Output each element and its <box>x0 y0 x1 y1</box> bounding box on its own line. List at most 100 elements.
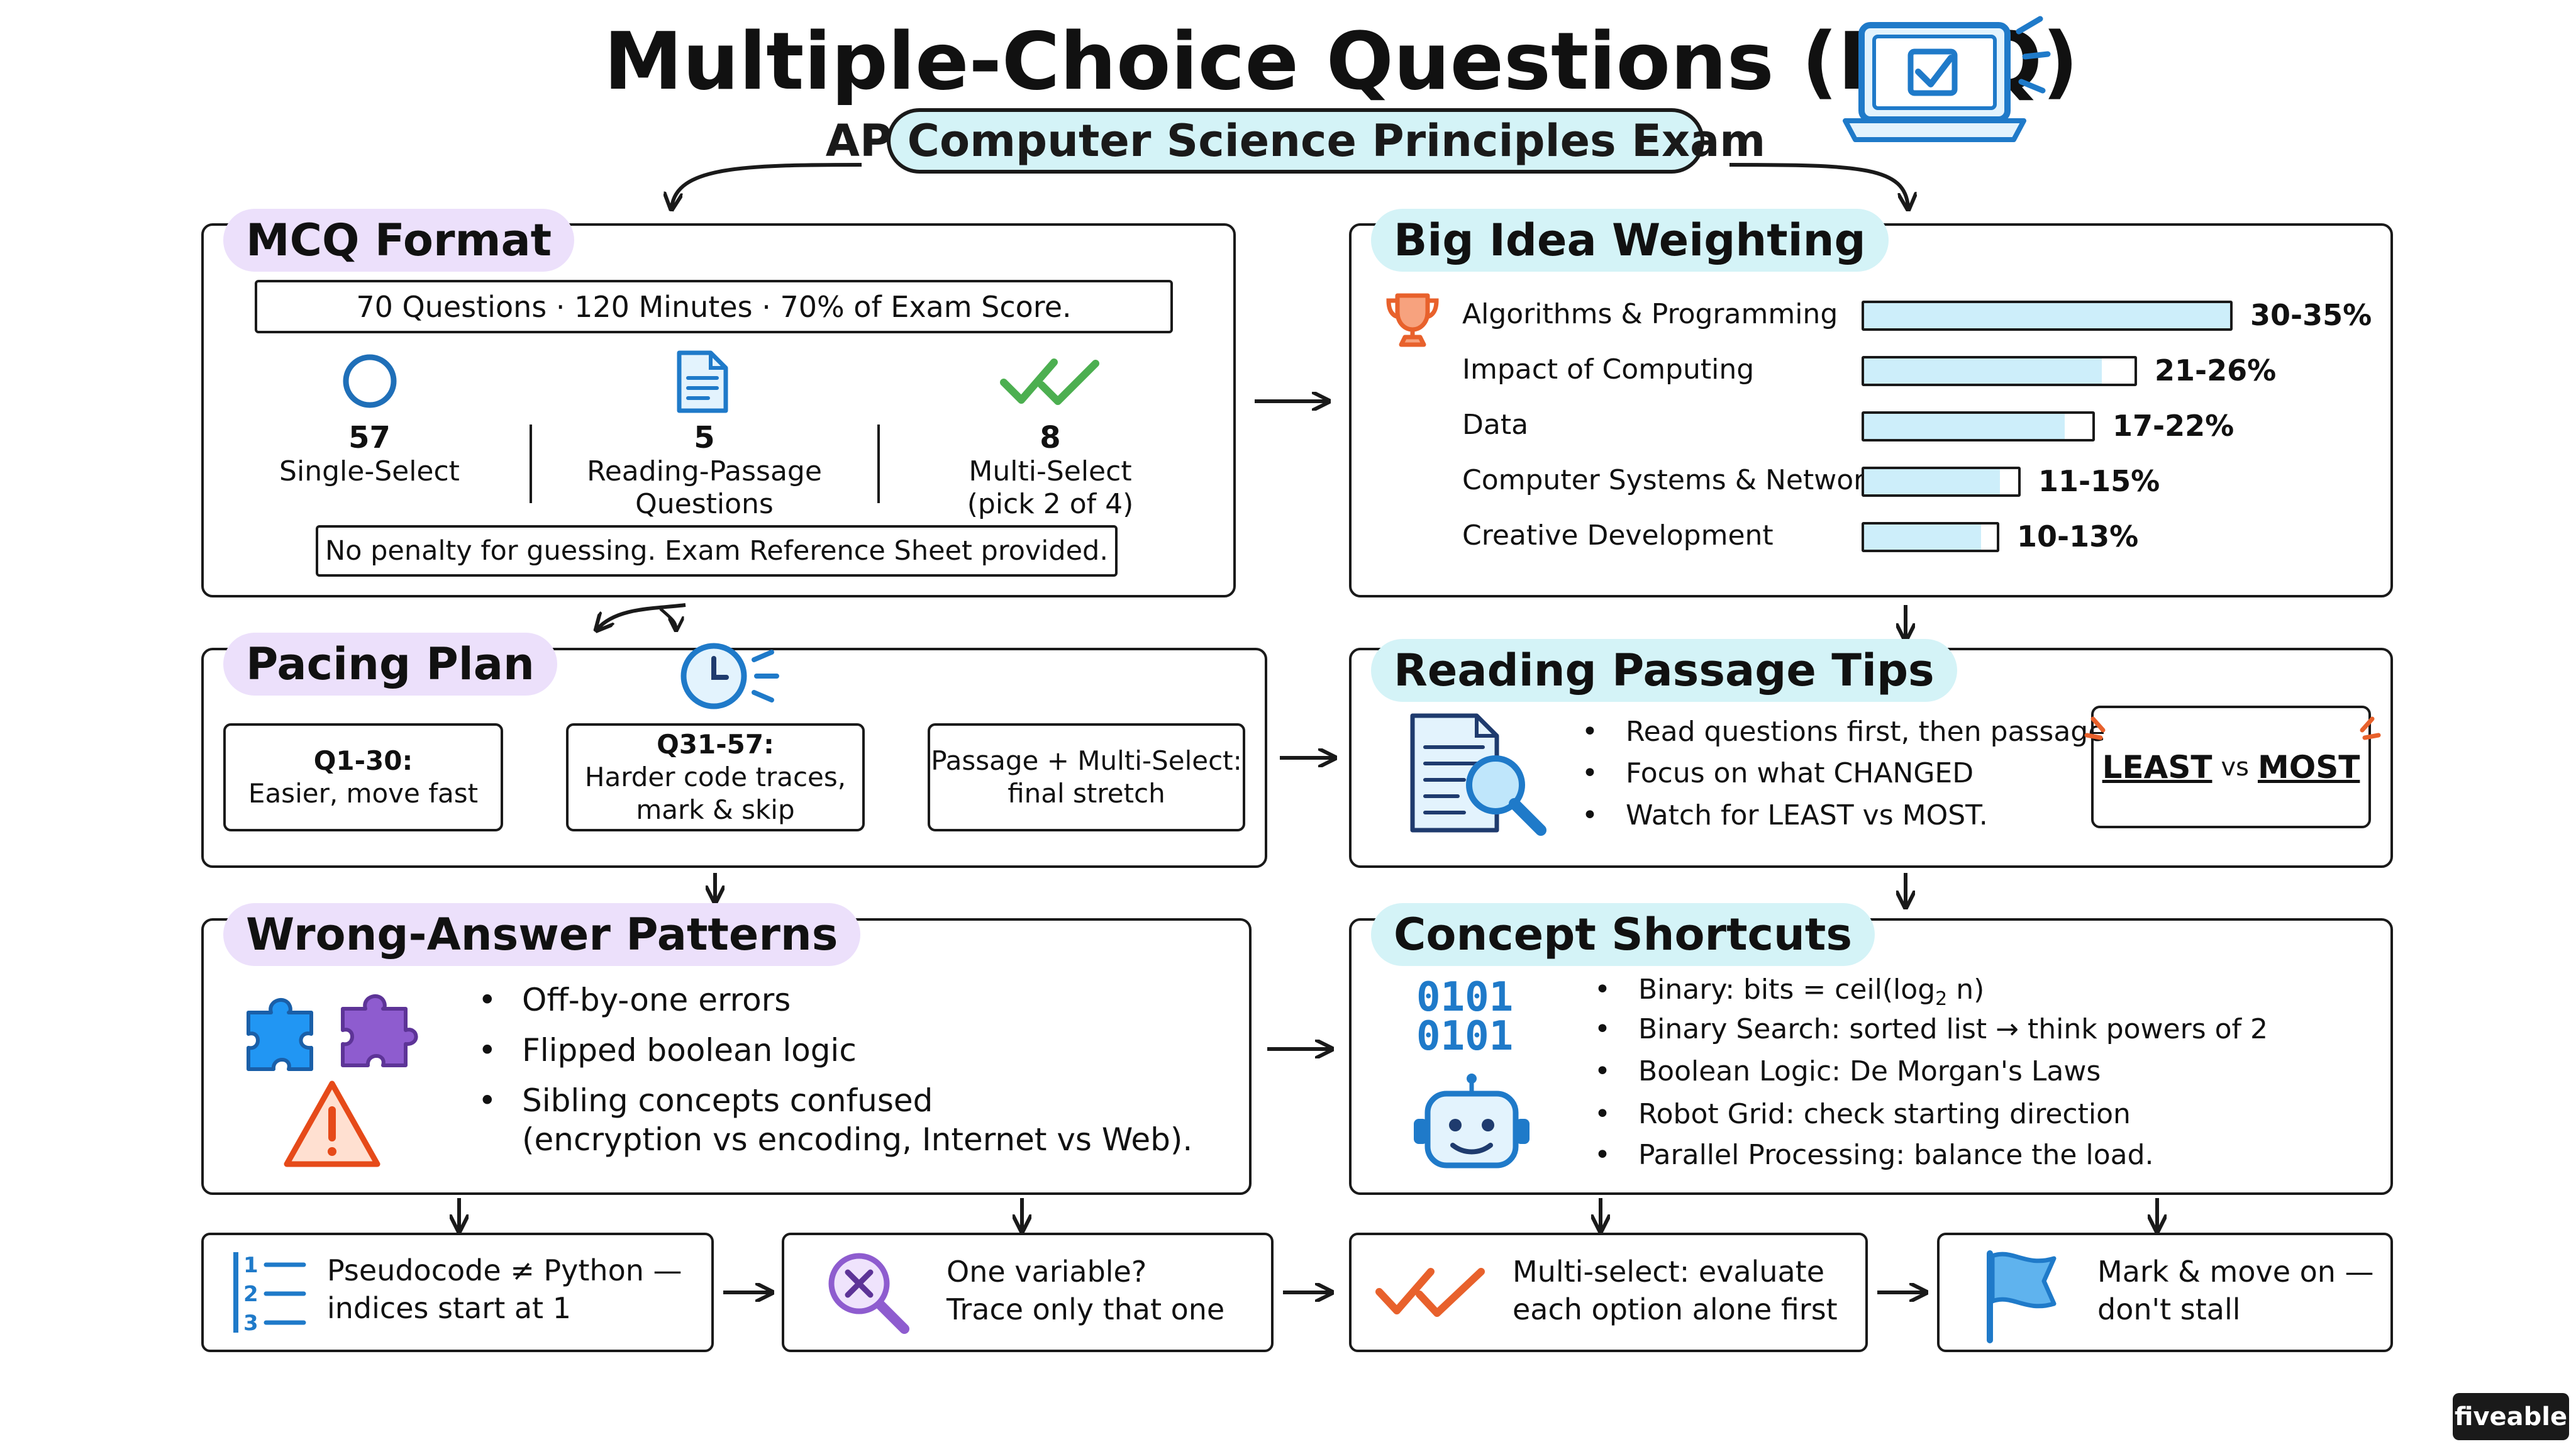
wrong-title: Wrong-Answer Patterns <box>223 903 861 966</box>
type-count: 5 <box>694 420 715 455</box>
tip-variable-line2: Trace only that one <box>947 1292 1225 1326</box>
wrong-item: Off-by-one errors <box>478 984 791 1016</box>
svg-text:3: 3 <box>243 1311 258 1336</box>
double-check-red-icon <box>1374 1264 1487 1323</box>
type-label-2: (pick 2 of 4) <box>967 488 1134 520</box>
weighting-row-label: Impact of Computing <box>1462 353 1755 386</box>
svg-text:1: 1 <box>243 1253 258 1278</box>
weighting-row-label: Data <box>1462 409 1529 441</box>
warning-icon <box>282 1079 382 1172</box>
badge-most: MOST <box>2257 748 2360 786</box>
clock-icon <box>676 638 802 716</box>
weighting-bar-fill <box>1864 414 2065 439</box>
flag-icon <box>1981 1248 2063 1345</box>
weighting-bar <box>1862 301 2233 331</box>
wrong-item-continuation: (encryption vs encoding, Internet vs Web… <box>522 1121 1193 1158</box>
pacing-step-title: Q1-30: <box>313 745 413 776</box>
tip-box-multiselect <box>1349 1233 1868 1352</box>
binary-line-1: 0101 <box>1416 974 1514 1021</box>
brand-text: fiveable <box>2454 1402 2568 1431</box>
arrow-format-to-pacing-b <box>659 608 676 629</box>
weighting-range: 10-13% <box>2017 519 2139 553</box>
document-icon <box>675 349 730 417</box>
badge-least: LEAST <box>2102 748 2212 786</box>
numbered-list-icon: 1 2 3 <box>230 1248 311 1339</box>
concept-binary-suffix: n) <box>1947 974 1985 1006</box>
single-select-type: 57 Single-Select <box>248 420 491 488</box>
wrong-item: Sibling concepts confused <box>478 1085 933 1116</box>
reading-tip: Watch for LEAST vs MOST. <box>1582 802 1988 830</box>
tip-multiselect-line1: Multi-select: evaluate <box>1513 1255 1825 1289</box>
tip-pseudocode-line2: indices start at 1 <box>327 1291 571 1325</box>
format-note-box: No penalty for guessing. Exam Reference … <box>316 525 1118 577</box>
type-label: Single-Select <box>279 455 460 487</box>
pacing-step-title: Passage + Multi-Select: <box>931 745 1242 776</box>
concept-binary-prefix: Binary: bits = ceil(log <box>1638 974 1936 1006</box>
weighting-bar <box>1862 467 2021 497</box>
arrow-format-to-pacing <box>597 603 686 629</box>
format-note: No penalty for guessing. Exam Reference … <box>325 535 1108 567</box>
weighting-row-label: Computer Systems & Networks <box>1462 464 1896 496</box>
weighting-range: 21-26% <box>2155 353 2277 387</box>
concept-item: Boolean Logic: De Morgan's Laws <box>1594 1058 2101 1086</box>
type-count: 8 <box>1040 420 1061 455</box>
tip-pseudocode-line1: Pseudocode ≠ Python — <box>327 1253 682 1287</box>
reading-tip: Focus on what CHANGED <box>1582 760 1974 788</box>
type-label: Reading-Passage <box>587 455 822 487</box>
circle-icon <box>341 352 399 413</box>
trophy-icon <box>1384 291 1441 351</box>
weighting-bar <box>1862 356 2137 386</box>
pacing-step-text-2: mark & skip <box>636 794 795 825</box>
weighting-range: 17-22% <box>2112 409 2235 443</box>
weighting-bar-fill <box>1864 303 2230 328</box>
reading-passage-type: 5 Reading-Passage Questions <box>566 420 843 521</box>
wrong-item: Flipped boolean logic <box>478 1035 857 1066</box>
weighting-bar-fill <box>1864 525 1981 550</box>
laptop-check-icon <box>1843 16 2057 147</box>
pacing-step-3: Passage + Multi-Select: final stretch <box>928 723 1245 831</box>
multi-select-type: 8 Multi-Select (pick 2 of 4) <box>912 420 1189 521</box>
page-title: Multiple-Choice Questions (MCQ) <box>604 15 2079 108</box>
weighting-bar-fill <box>1864 469 2000 494</box>
concept-item: Robot Grid: check starting direction <box>1594 1101 2131 1129</box>
reading-title: Reading Passage Tips <box>1371 639 1957 702</box>
weighting-title: Big Idea Weighting <box>1371 209 1889 272</box>
pacing-step-1: Q1-30: Easier, move fast <box>223 723 503 831</box>
divider-2 <box>877 425 880 503</box>
least-vs-most-badge: LEAST vs MOST <box>2091 706 2371 828</box>
divider-1 <box>530 425 532 503</box>
concept-item: Parallel Processing: balance the load. <box>1594 1141 2153 1170</box>
svg-text:2: 2 <box>243 1282 258 1307</box>
fiveable-logo: fiveable <box>2453 1393 2569 1440</box>
tip-mark-line2: don't stall <box>2097 1292 2241 1326</box>
arrow-subtitle-to-format <box>672 163 862 208</box>
type-count: 57 <box>348 420 391 455</box>
format-summary: 70 Questions · 120 Minutes · 70% of Exam… <box>356 289 1072 324</box>
concepts-title: Concept Shortcuts <box>1371 903 1875 966</box>
document-magnifier-icon <box>1407 711 1552 839</box>
pacing-step-text: Harder code traces, <box>584 762 847 792</box>
pacing-step-2: Q31-57: Harder code traces, mark & skip <box>566 723 865 831</box>
concept-item: Binary Search: sorted list → think power… <box>1594 1016 2268 1044</box>
concept-item: Binary: bits = ceil(log2 n) <box>1594 974 1985 1009</box>
pacing-step-text: Easier, move fast <box>248 778 479 809</box>
type-label-2: Questions <box>635 488 774 520</box>
double-check-icon <box>1000 357 1101 410</box>
reading-tip: Read questions first, then passage <box>1582 718 2105 747</box>
puzzle-icon <box>236 987 437 1078</box>
weighting-bar <box>1862 411 2095 441</box>
pacing-title: Pacing Plan <box>223 633 557 696</box>
format-summary-box: 70 Questions · 120 Minutes · 70% of Exam… <box>255 280 1173 333</box>
pacing-step-text: final stretch <box>1008 778 1165 809</box>
magnifier-x-icon <box>824 1248 912 1339</box>
spark-icon <box>2082 708 2384 748</box>
tip-mark-line1: Mark & move on — <box>2097 1255 2374 1289</box>
weighting-range: 11-15% <box>2038 464 2160 498</box>
type-label: Multi-Select <box>969 455 1132 487</box>
mcq-format-title: MCQ Format <box>223 209 575 272</box>
pacing-step-title: Q31-57: <box>657 729 774 760</box>
weighting-bar <box>1862 522 1999 552</box>
weighting-bar-fill <box>1864 358 2102 384</box>
binary-text: 0101 0101 <box>1416 974 1514 1057</box>
